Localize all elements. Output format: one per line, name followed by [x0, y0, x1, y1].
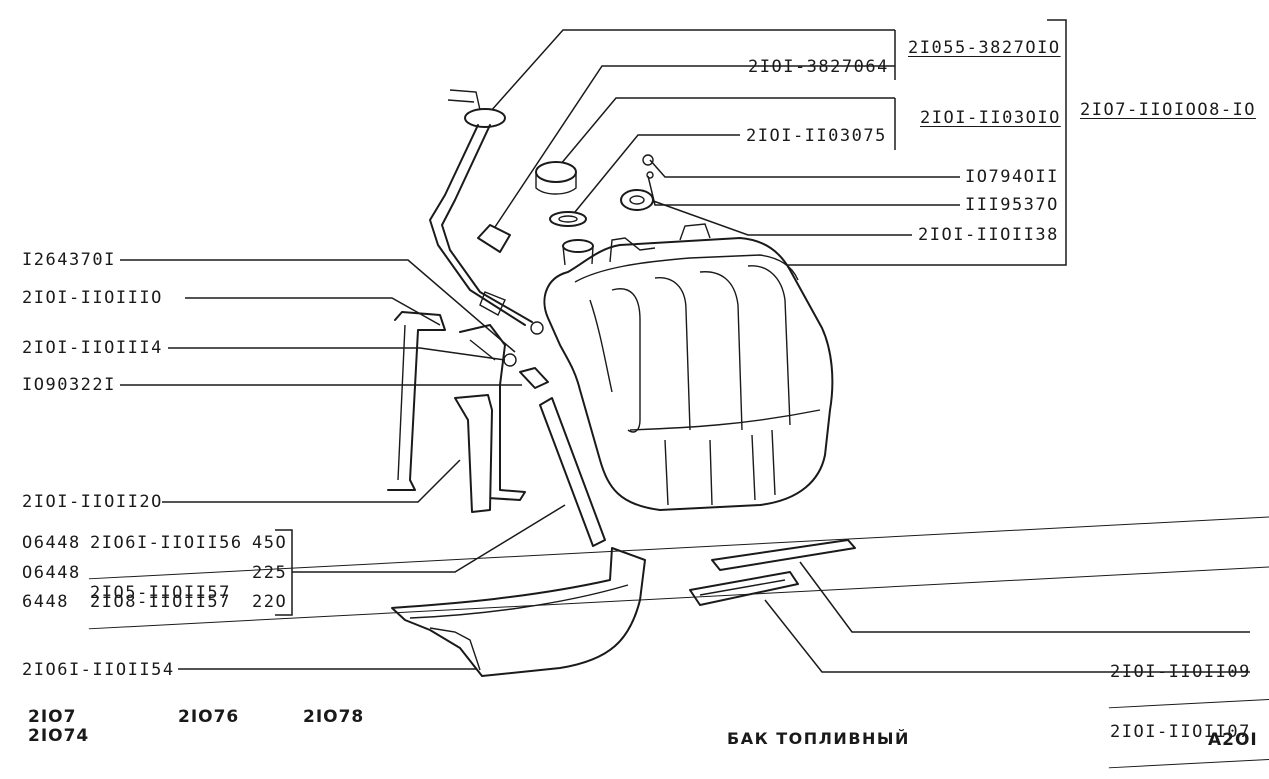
tank-rib-3 [699, 271, 743, 431]
table-row-3-qty: 22O [252, 592, 288, 612]
tank-lower-ribs [664, 429, 776, 506]
tank-top-pipe-2 [679, 223, 711, 241]
part-label-2i01-ii0ii09: 2IOI-IIOII09 [1110, 662, 1269, 682]
leader-1264370 [120, 259, 516, 353]
part-label-2i06i-ii0ii54: 2IO6I-IIOII54 [22, 660, 175, 680]
table-row-3-part: 2IO8-IIOII57 [90, 592, 231, 612]
ring-hole [629, 195, 645, 205]
ring [620, 189, 654, 211]
leader-2i055 [489, 29, 895, 113]
leader-2i01-3827064 [492, 65, 895, 231]
tank-top-pipe-1 [609, 237, 656, 263]
part-label-10794011: IO794OII [965, 167, 1059, 187]
part-label-10903221: IO90322I [22, 375, 116, 395]
sender-end [530, 321, 544, 335]
part-label-2i07-ii0i008-10: 2IO7-IIOIOO8-IO [1080, 100, 1257, 120]
shield-outline [391, 547, 646, 677]
tank-top-seam [574, 254, 799, 283]
strap-right [459, 324, 526, 501]
table-row-2-part: 2IO5-IIOII57 [90, 583, 1269, 603]
leader-2i01-ii0ii20 [162, 459, 461, 503]
bracket-2i07 [780, 19, 1067, 266]
part-label-2i01-ii0ii07: 2IOI-IIOII07 [1110, 722, 1269, 742]
part-label-2i01-ii0iii4: 2IOI-IIOIII4 [22, 338, 163, 358]
page-title: БАК ТОПЛИВНЫЙ [727, 729, 910, 748]
model-2i076: 2IO76 [178, 707, 240, 727]
filler-neck-body [562, 245, 594, 266]
leader-111953 [647, 175, 960, 206]
strap-left [387, 311, 446, 491]
tank-rib-4 [747, 265, 791, 426]
model-2i078: 2IO78 [303, 707, 365, 727]
table-row-1-code: O6448 [22, 533, 81, 553]
model-2i074: 2IO74 [28, 726, 90, 746]
model-2i07: 2IO7 [28, 707, 77, 727]
part-label-2i01-ii03075: 2IOI-II03075 [746, 126, 887, 146]
table-row-2-qty: 225 [252, 563, 288, 583]
leader-2i01-iioiii4 [168, 347, 506, 361]
part-label-2i055-3827010: 2I055-3827OIO [908, 38, 1061, 58]
leader-2i01-ii03075 [574, 134, 740, 213]
bolt-washer [503, 353, 517, 367]
table-row-1-part: 2IO6I-IIOII56 [90, 533, 1269, 553]
strap-left-inner [397, 324, 406, 481]
page-code: A2OI [1208, 730, 1258, 750]
cap-top [535, 161, 577, 183]
part-label-2i01-ii0ii20: 2IOI-IIOII2O [22, 492, 163, 512]
leader-2i01-ii0ii07 [764, 599, 1250, 673]
tank-rib-2 [654, 277, 691, 431]
tank-side-shade [589, 299, 613, 393]
table-row-1-qty: 45O [252, 533, 288, 553]
leader-107940 [649, 159, 960, 178]
shield-fold [429, 627, 481, 671]
small-parts [477, 154, 654, 389]
table-row-2-code: O6448 [22, 563, 81, 583]
part-label-11195370: III9537O [965, 195, 1059, 215]
cap-body [535, 172, 577, 195]
leader-2i01-ii03010 [559, 97, 895, 166]
strap-pad [454, 394, 493, 513]
part-label-12643701: I264370I [22, 250, 116, 270]
straps [387, 311, 606, 547]
filler-neck-top [562, 239, 594, 253]
sender-tube-2 [441, 124, 533, 323]
cap-gasket-hole [558, 215, 578, 223]
part-label-2i01-ii0iii0: 2IOI-IIOIIIO [22, 288, 163, 308]
part-label-2i01-3827064: 2IOI-3827064 [748, 57, 889, 77]
leader-table [292, 504, 566, 573]
tank-rib-1 [611, 288, 641, 433]
part-label-2i01-ii0ii38: 2IOI-IIOII38 [918, 225, 1059, 245]
washer [646, 171, 654, 179]
bolt [519, 367, 549, 389]
nut [642, 154, 654, 166]
part-label-2i01-ii03010: 2IOI-II03OIO [920, 108, 1061, 128]
cap-gasket [549, 211, 587, 227]
fuel-gauge-sender [429, 89, 544, 335]
strap-right-inner [469, 339, 496, 361]
sender-flange [464, 108, 506, 128]
sender-float [479, 291, 506, 316]
leader-2i01-ii0ii38 [644, 197, 912, 236]
fuel-tank [543, 223, 834, 511]
sender-tube-1 [429, 124, 526, 326]
tank-mid-seam [629, 409, 821, 431]
tank-shield [391, 547, 646, 677]
sender-pipes-top [447, 89, 481, 111]
filter-cylinder [477, 224, 511, 253]
leader-2i01-iioiiio [185, 297, 441, 326]
table-row-3-code: 6448 [22, 592, 69, 612]
